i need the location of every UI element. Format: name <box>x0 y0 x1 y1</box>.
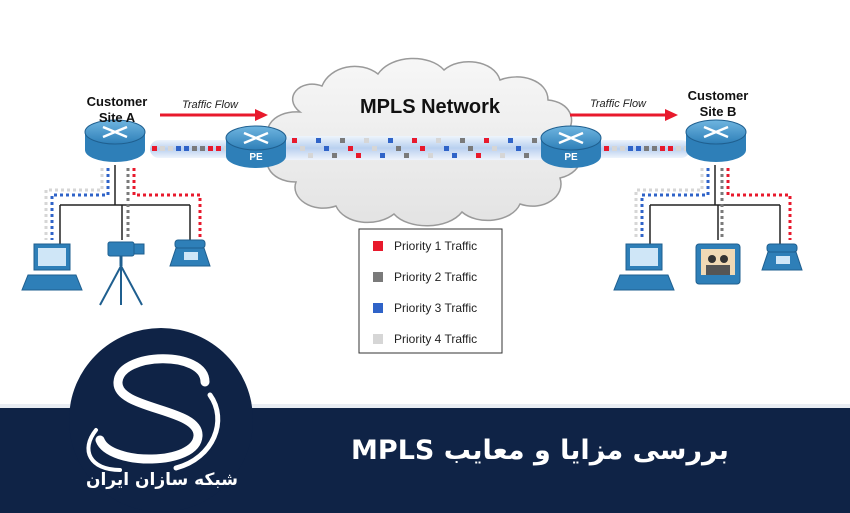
packet <box>176 146 181 151</box>
packet <box>628 146 633 151</box>
packet <box>380 153 385 158</box>
phone-icon <box>169 239 211 267</box>
packet <box>668 146 673 151</box>
packet <box>516 146 521 151</box>
packet <box>468 146 473 151</box>
legend-swatch <box>373 303 383 313</box>
packet <box>184 146 189 151</box>
pe-b-label: PE <box>564 152 578 163</box>
packet <box>436 138 441 143</box>
packet <box>460 138 465 143</box>
mpls-network-title: MPLS Network <box>360 96 501 118</box>
router-customer-b <box>685 119 747 162</box>
packet <box>372 146 377 151</box>
packet <box>216 146 221 151</box>
computer-icon <box>21 243 83 291</box>
packet <box>332 153 337 158</box>
brand-logo <box>69 328 253 512</box>
traffic-flow-label-right: Traffic Flow <box>590 98 647 110</box>
site-a-label-line2: Site A <box>99 110 136 125</box>
packet <box>388 138 393 143</box>
router-customer-a <box>84 119 146 162</box>
brand-name: شبکه سازان ایران <box>85 470 239 490</box>
packet <box>168 146 173 151</box>
arrow-right-icon <box>160 109 268 121</box>
packet <box>660 146 665 151</box>
packet <box>476 153 481 158</box>
pe-a-label: PE <box>249 152 263 163</box>
site-b-links <box>634 165 792 245</box>
packet <box>492 146 497 151</box>
legend-label: Priority 3 Traffic <box>394 301 477 315</box>
packet <box>636 146 641 151</box>
link-tube-core <box>262 136 568 160</box>
packet <box>524 153 529 158</box>
packet <box>508 138 513 143</box>
legend-swatch <box>373 334 383 344</box>
router-pe-b <box>540 125 602 168</box>
packet <box>324 146 329 151</box>
packet <box>208 146 213 151</box>
packet <box>612 146 617 151</box>
packet <box>404 153 409 158</box>
packet <box>160 146 165 151</box>
video-monitor-icon <box>695 243 741 285</box>
traffic-flow-label-left: Traffic Flow <box>182 99 239 111</box>
legend-swatch <box>373 241 383 251</box>
packet <box>200 146 205 151</box>
legend-label: Priority 1 Traffic <box>394 239 477 253</box>
router-pe-a <box>225 125 287 168</box>
packet <box>500 153 505 158</box>
packet <box>364 138 369 143</box>
packet <box>420 146 425 151</box>
packet <box>340 138 345 143</box>
legend-label: Priority 2 Traffic <box>394 270 477 284</box>
computer-icon <box>613 243 675 291</box>
packet <box>316 138 321 143</box>
packet <box>676 146 681 151</box>
packet <box>300 146 305 151</box>
packet <box>452 153 457 158</box>
video-camera-icon <box>99 241 145 306</box>
packet <box>356 153 361 158</box>
arrow-right-icon <box>570 109 678 121</box>
packet <box>412 138 417 143</box>
packet <box>348 146 353 151</box>
site-a-label-line1: Customer <box>87 94 148 109</box>
packet <box>444 146 449 151</box>
packet <box>652 146 657 151</box>
packet <box>644 146 649 151</box>
site-b-label-line2: Site B <box>700 104 737 119</box>
packet <box>620 146 625 151</box>
packet <box>308 153 313 158</box>
packet <box>428 153 433 158</box>
packet <box>396 146 401 151</box>
site-a-links <box>44 165 202 245</box>
packet <box>192 146 197 151</box>
packet <box>532 138 537 143</box>
packet <box>152 146 157 151</box>
legend-label: Priority 4 Traffic <box>394 332 477 346</box>
site-b-label-line1: Customer <box>688 88 749 103</box>
packet <box>604 146 609 151</box>
banner-divider <box>0 404 850 408</box>
phone-icon <box>761 243 803 271</box>
banner-title: بررسی مزایا و معایب MPLS <box>351 435 729 466</box>
legend-swatch <box>373 272 383 282</box>
packet <box>484 138 489 143</box>
packet <box>292 138 297 143</box>
